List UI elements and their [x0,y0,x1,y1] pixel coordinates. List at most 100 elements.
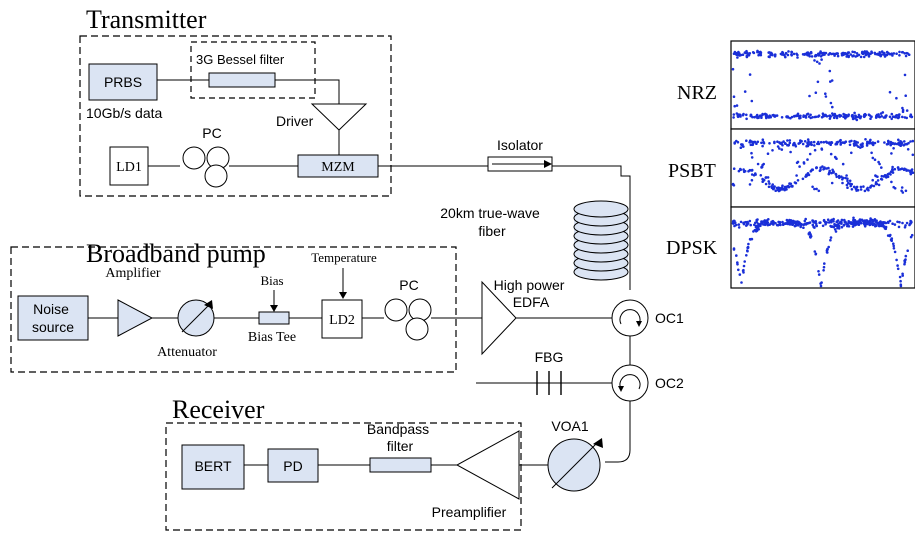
bandpass-filter-box [369,457,432,473]
eye-dot [823,220,827,224]
eye-dot [737,113,741,116]
eye-dot [832,220,835,223]
eye-dot [843,218,846,222]
eye-dot [870,115,873,118]
eye-dot [749,143,753,147]
eye-dot [904,94,907,97]
eye-dot [883,141,886,144]
eye-dot [795,174,798,177]
eye-dot [802,161,806,164]
eye-dot [878,51,881,54]
eye-dot [808,55,811,58]
eye-dot [831,105,834,109]
eye-dot [742,264,746,268]
noise-source-box [17,295,89,341]
eye-dot [844,140,848,143]
eye-dot [779,52,783,56]
eye-dot [744,51,748,55]
eye-dot [786,139,789,142]
eye-dot [760,116,763,119]
eye-dot [898,50,901,54]
eye-dot [826,248,829,251]
eye-dot [813,115,817,119]
eye-dot [736,56,739,59]
eye-dot [859,188,863,191]
eye-dot [761,220,765,223]
ld2-label: LD2 [329,313,355,328]
eye-dot [889,173,892,176]
eye-dot [792,52,796,56]
eye-dot [846,179,849,183]
eye-dot [827,245,830,249]
driver-triangle [310,103,368,131]
eye-dot [825,141,829,144]
eye-dot [903,262,906,266]
eye-dot [806,138,810,141]
eye-dot [892,185,895,189]
eye-dot [904,189,908,193]
eye-dot [735,104,739,107]
bias-tee-box [258,311,290,325]
eye-dot [858,221,861,224]
eye-dot [813,144,816,147]
eye-dot [802,114,805,117]
eye-dot [790,54,793,57]
eye-dot [830,181,834,185]
eye-dot [750,178,754,182]
eye-dot [732,95,736,98]
eye-dot [871,178,874,182]
eye-dot [830,79,834,82]
ld1-box [109,146,149,186]
eye-dot [884,227,888,231]
fiber-label: 20km true-wave fiber [440,205,543,239]
eye-label-dpsk: DPSK [666,237,718,259]
eye-dot [828,114,831,118]
eye-dot [806,51,810,54]
eye-dot [733,142,736,145]
eye-dot [766,223,770,227]
eye-dot [760,141,763,145]
eye-dot [905,109,909,112]
eye-dot [867,113,871,116]
eye-dot [901,106,904,110]
eye-dot [855,220,859,224]
eye-dot [880,115,883,118]
eye-dot [739,220,743,224]
eye-dot [880,174,884,178]
eye-dot [813,187,816,191]
eye-dot [873,141,877,145]
eye-dot [737,226,741,229]
eye-dot [836,140,839,144]
eye-dot [764,182,768,186]
eye-dot [817,273,821,276]
eye-dot [812,140,816,144]
eye-dot [876,179,880,182]
eye-dot [810,169,813,172]
eye-dot [764,176,768,179]
eye-dot [901,115,904,119]
bessel-filter [208,72,276,88]
eye-dot [769,222,773,226]
eye-dot [750,140,753,143]
eye-dot [832,217,835,221]
eye-dot [819,221,822,224]
eye-dot [734,223,738,227]
eye-dot [855,187,858,190]
eye-dot [784,52,788,55]
eye-dot [742,268,745,272]
eye-dot [904,254,908,258]
eye-dot [745,254,748,257]
eye-dot [854,55,857,58]
eye-dot [829,101,833,105]
eye-dot [781,143,784,147]
eye-dot [801,177,805,181]
eye-dot [861,142,864,145]
eye-dot [820,147,823,150]
eye-dot [903,73,907,77]
voa1-icon [547,438,603,492]
eye-dot [762,141,766,145]
eye-dot [776,145,780,148]
eye-dot [742,145,745,148]
eye-dot [854,140,858,144]
eye-dot [888,90,892,94]
